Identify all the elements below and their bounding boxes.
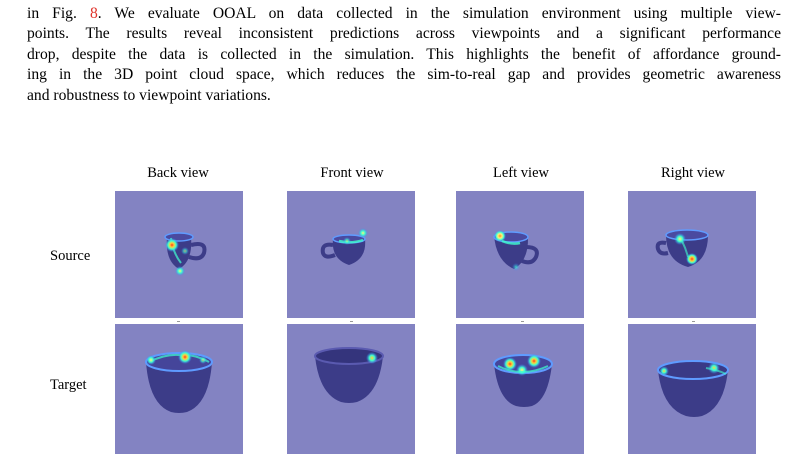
line1-text-after: . We evaluate OOAL on data collected in … — [97, 5, 781, 22]
target-back-view-image — [115, 324, 243, 454]
target-front-view-image — [287, 324, 415, 454]
heatmap-render — [655, 229, 709, 267]
body-paragraph: in Fig. 8. We evaluate OOAL on data coll… — [27, 4, 781, 106]
heatmap-render — [320, 228, 368, 265]
paragraph-line-4: ing in the 3D point cloud space, which r… — [27, 66, 781, 84]
source-right-view-image — [628, 191, 756, 318]
target-right-view-image — [628, 324, 756, 454]
figure-reference-link[interactable]: 8 — [89, 5, 98, 22]
column-label-back-view: Back view — [147, 165, 209, 181]
column-label-left-view: Left view — [493, 165, 549, 181]
source-back-view-image — [115, 191, 243, 318]
paragraph-line-3: drop, despite the data is collected in t… — [27, 45, 781, 63]
column-label-right-view: Right view — [660, 165, 726, 181]
column-label-front-view: Front view — [320, 165, 384, 181]
source-front-view-image — [287, 191, 415, 318]
paragraph-line-1: in Fig. 8. We evaluate OOAL on data coll… — [27, 4, 781, 24]
heatmap-render — [493, 230, 539, 271]
heatmap-render — [164, 232, 207, 276]
paragraph-line-5: and robustness to viewpoint variations. — [27, 86, 271, 104]
paragraph-line-2: points. The results reveal inconsistent … — [27, 25, 781, 43]
heatmap-render — [314, 347, 384, 403]
heatmap-render — [493, 354, 553, 407]
line1-text-before: in Fig. — [27, 5, 90, 22]
heatmap-render — [145, 350, 213, 413]
heatmap-render — [657, 360, 729, 417]
target-left-view-image — [456, 324, 584, 454]
source-left-view-image — [456, 191, 584, 318]
row-label-target: Target — [50, 377, 87, 393]
row-label-source: Source — [50, 248, 91, 264]
